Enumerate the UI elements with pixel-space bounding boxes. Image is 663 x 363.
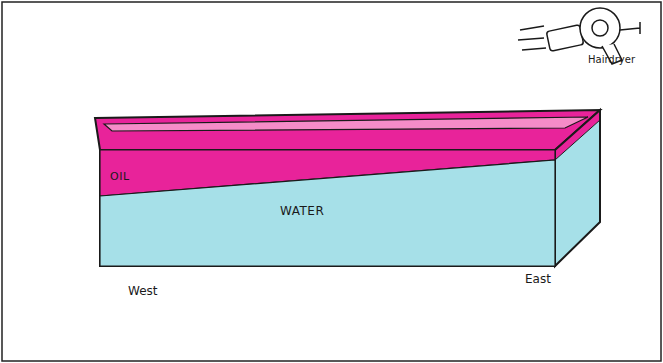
water-layer: WATER [100,150,555,266]
hairdryer-symbol [518,8,640,64]
tank-front [100,150,555,266]
interface-side [555,120,600,160]
layer-fill [100,160,555,266]
tank-side [555,110,600,266]
direction-label: West [128,284,158,298]
layer-label: WATER [280,204,324,218]
layer-label: OIL [110,170,130,183]
hairdryer-label: Hairdryer [588,54,635,65]
layer-shape [100,150,555,266]
direction-label: East [525,272,551,286]
tank-rim [104,117,588,131]
oil-surface [95,110,600,150]
